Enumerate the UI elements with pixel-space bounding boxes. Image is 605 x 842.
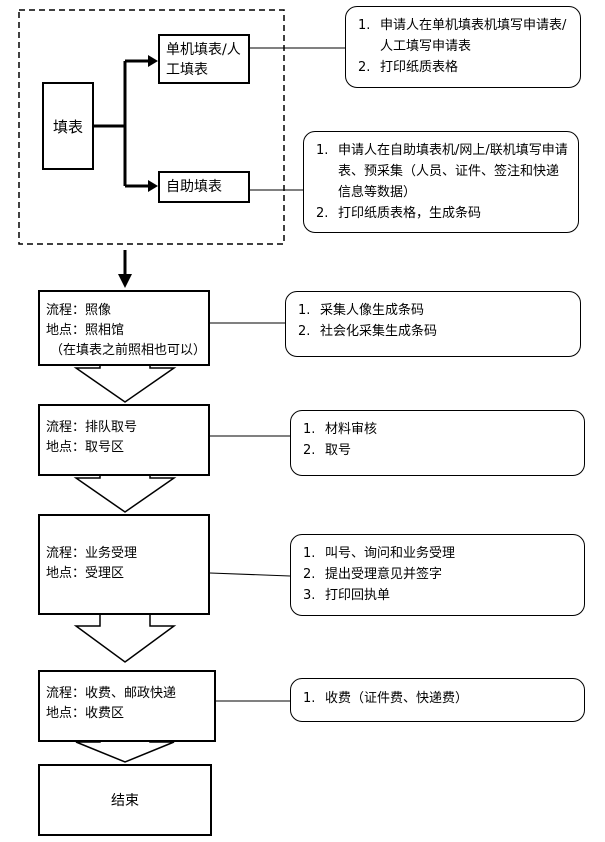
option-label-self-service: 自助填表 xyxy=(166,179,222,195)
note-acceptance: 1.叫号、询问和业务受理 2.提出受理意见并签字 3.打印回执单 xyxy=(290,534,585,616)
group-down-arrowhead xyxy=(118,274,132,288)
branch-lower-arrowhead xyxy=(148,180,158,192)
step-process: 流程：照像 xyxy=(46,303,112,318)
note-self-service: 1.申请人在自助填表机/网上/联机填写申请表、预采集（人员、证件、签注和快递信息… xyxy=(303,131,579,233)
option-label-standalone: 单机填表/人工填表 xyxy=(166,42,241,78)
note-item: 2.社会化采集生成条码 xyxy=(298,324,438,339)
step-box-photo: 流程：照像 地点：照相馆 （在填表之前照相也可以） xyxy=(38,290,210,366)
step-box-queue: 流程：排队取号 地点：取号区 xyxy=(38,404,210,476)
note-item: 2.打印纸质表格 xyxy=(358,60,459,75)
step-box-acceptance: 流程：业务受理 地点：受理区 xyxy=(38,514,210,615)
end-label: 结束 xyxy=(111,793,139,809)
step-location: 地点：取号区 xyxy=(46,440,125,455)
note-item: 2.打印纸质表格，生成条码 xyxy=(316,206,482,221)
block-arrow-4 xyxy=(75,739,175,763)
note-item: 2.取号 xyxy=(303,443,352,458)
note-item: 1.申请人在自助填表机/网上/联机填写申请表、预采集（人员、证件、签注和快递信息… xyxy=(316,143,568,200)
block-arrow-3 xyxy=(73,612,177,663)
note-item: 1.采集人像生成条码 xyxy=(298,303,425,318)
step-location: 地点：收费区 xyxy=(46,706,125,721)
fill-form-label: 填表 xyxy=(52,117,83,136)
branch-upper-arrowhead xyxy=(148,55,158,67)
step-location: 地点：受理区 xyxy=(46,566,125,581)
fill-group-boundary xyxy=(18,9,285,245)
note-payment: 1.收费（证件费、快递费） xyxy=(290,678,585,722)
step-location: 地点：照相馆 xyxy=(46,323,125,338)
note-connector-5 xyxy=(209,572,291,577)
note-item: 1.叫号、询问和业务受理 xyxy=(303,546,456,561)
block-arrow-2 xyxy=(73,473,177,513)
note-standalone: 1.申请人在单机填表机填写申请表/人工填写申请表 2.打印纸质表格 xyxy=(345,6,581,88)
block-arrow-1 xyxy=(73,363,177,403)
note-queue: 1.材料审核 2.取号 xyxy=(290,410,585,476)
fill-form-box: 填表 xyxy=(42,82,94,170)
option-box-self-service: 自助填表 xyxy=(158,171,250,203)
step-process: 流程：排队取号 xyxy=(46,420,138,435)
note-item: 1.收费（证件费、快递费） xyxy=(303,691,469,706)
note-item: 2.提出受理意见并签字 xyxy=(303,567,443,582)
end-box: 结束 xyxy=(38,764,212,836)
option-box-standalone: 单机填表/人工填表 xyxy=(158,34,250,84)
step-process: 流程：收费、邮政快递 xyxy=(46,686,177,701)
note-photo: 1.采集人像生成条码 2.社会化采集生成条码 xyxy=(285,291,581,357)
note-item: 1.申请人在单机填表机填写申请表/人工填写申请表 xyxy=(358,18,567,54)
step-extra: （在填表之前照相也可以） xyxy=(50,343,207,358)
note-item: 3.打印回执单 xyxy=(303,588,391,603)
step-box-payment: 流程：收费、邮政快递 地点：收费区 xyxy=(38,670,216,742)
note-item: 1.材料审核 xyxy=(303,422,378,437)
step-process: 流程：业务受理 xyxy=(46,546,138,561)
